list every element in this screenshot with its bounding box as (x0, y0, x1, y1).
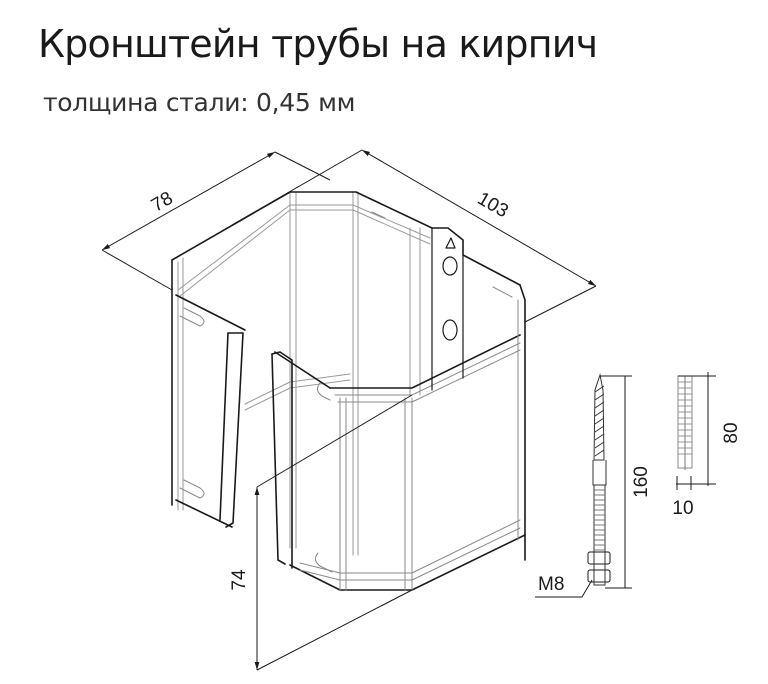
dimension-74-label: 74 (229, 569, 250, 591)
screw-drawing (535, 373, 632, 598)
dimension-103-label: 103 (474, 188, 512, 222)
screw-thread-label: M8 (538, 574, 564, 595)
dowel-diameter-label: 10 (672, 498, 693, 519)
steel-thickness-label: толщина стали: 0,45 мм (43, 88, 356, 117)
dowel-drawing (676, 372, 716, 490)
dimension-78-label: 78 (148, 188, 177, 217)
dowel-length-label: 80 (721, 422, 742, 443)
page-title: Кронштейн трубы на кирпич (38, 22, 598, 66)
bracket-dimension-lines (101, 149, 597, 671)
screw-length-label: 160 (631, 466, 652, 498)
bracket-drawing (171, 191, 526, 591)
